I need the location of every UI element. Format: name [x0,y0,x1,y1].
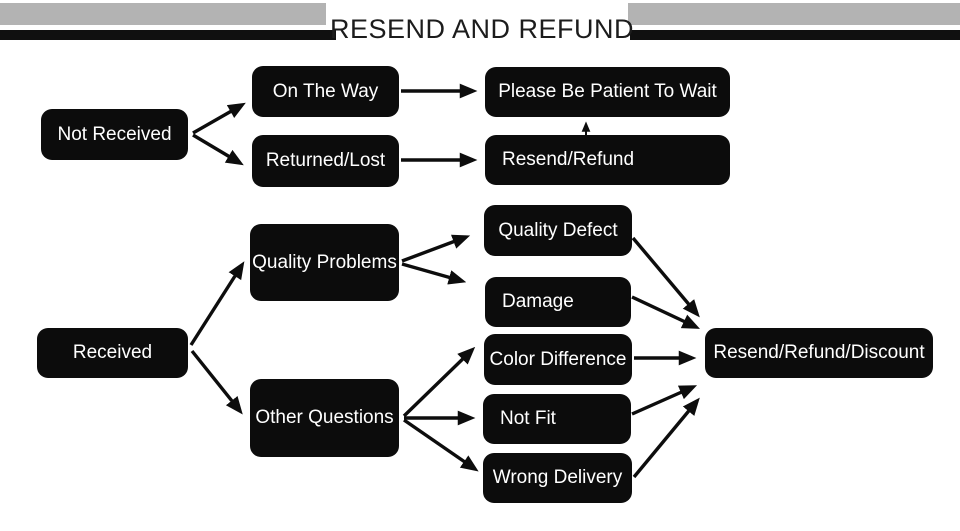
arrow-received-to-other-questions [190,349,243,415]
arrow-wrong-delivery-to-discount [632,397,700,479]
arrow-not-received-to-on-the-way [192,102,246,135]
arrow-quality-problems-to-quality-defect [401,234,471,263]
arrow-quality-defect-to-discount [631,236,700,318]
node-damage: Damage [485,277,631,327]
node-resend-refund: Resend/Refund [485,135,730,185]
arrow-not-received-to-returned-lost [192,133,244,166]
arrow-damage-to-discount [631,295,701,329]
node-not-fit: Not Fit [483,394,631,444]
node-color-difference: Color Difference [484,334,632,385]
node-please-be-patient-to-wait: Please Be Patient To Wait [485,67,730,117]
node-not-received: Not Received [41,109,188,160]
node-wrong-delivery: Wrong Delivery [483,453,632,503]
arrow-other-questions-to-wrong-delivery [403,418,479,472]
header-bar-gray-left [0,3,326,25]
header-bar-gray-right [628,3,960,25]
node-quality-problems: Quality Problems [250,224,399,301]
arrow-quality-problems-to-damage [401,262,467,285]
arrow-received-to-quality-problems [189,261,245,346]
arrow-not-fit-to-discount [631,385,698,416]
node-returned-lost: Returned/Lost [252,135,399,187]
header-bar-black-right [630,30,960,40]
node-quality-defect: Quality Defect [484,205,632,256]
node-other-questions: Other Questions [250,379,399,457]
node-received: Received [37,328,188,378]
page-title: RESEND AND REFUND [330,14,635,44]
header-bar-black-left [0,30,336,40]
node-resend-refund-discount: Resend/Refund/Discount [705,328,933,378]
node-on-the-way: On The Way [252,66,399,117]
arrow-other-questions-to-color-difference [402,346,476,418]
